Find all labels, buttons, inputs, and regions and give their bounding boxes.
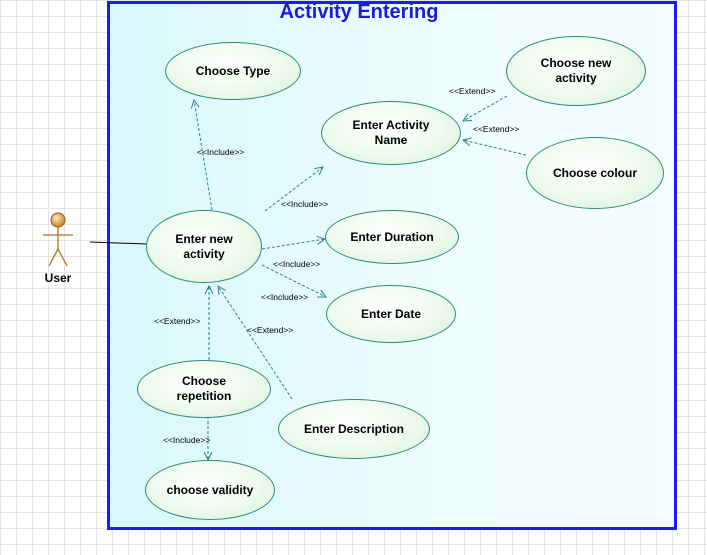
user-actor-icon <box>43 212 73 267</box>
association-line <box>89 241 148 245</box>
include-label-date: <<Include>> <box>261 292 309 302</box>
include-arrow-choose-type <box>194 100 213 211</box>
use-case-choose-validity[interactable]: choose validity <box>145 460 275 520</box>
include-arrow-date <box>261 264 326 297</box>
use-case-choose-type[interactable]: Choose Type <box>165 42 301 100</box>
system-title: Activity Entering <box>279 1 439 23</box>
actor-label: User <box>44 271 72 285</box>
include-label-duration: <<Include>> <box>273 259 321 269</box>
extend-arrow-description <box>218 286 293 400</box>
use-case-choose-colour[interactable]: Choose colour <box>526 137 664 209</box>
include-label-choose-type: <<Include>> <box>197 147 245 157</box>
use-case-choose-repetition[interactable]: Choose repetition <box>137 360 271 418</box>
extend-arrow-new-activity <box>463 95 508 121</box>
use-case-enter-date[interactable]: Enter Date <box>326 285 456 343</box>
use-case-enter-description[interactable]: Enter Description <box>278 399 430 459</box>
include-arrow-duration <box>261 239 325 250</box>
extend-label-description: <<Extend>> <box>247 325 294 335</box>
extend-label-colour: <<Extend>> <box>473 124 520 134</box>
include-label-validity: <<Include>> <box>163 435 211 445</box>
use-case-enter-activity-name[interactable]: Enter Activity Name <box>321 101 461 165</box>
include-label-activity-name: <<Include>> <box>281 199 329 209</box>
extend-label-repetition: <<Extend>> <box>154 316 201 326</box>
include-arrow-activity-name <box>264 167 323 212</box>
use-case-enter-new-activity[interactable]: Enter new activity <box>146 210 262 283</box>
use-case-enter-duration[interactable]: Enter Duration <box>325 210 459 264</box>
extend-arrow-colour <box>463 140 527 156</box>
use-case-choose-new-activity[interactable]: Choose new activity <box>506 36 646 106</box>
extend-label-new-activity: <<Extend>> <box>449 86 496 96</box>
